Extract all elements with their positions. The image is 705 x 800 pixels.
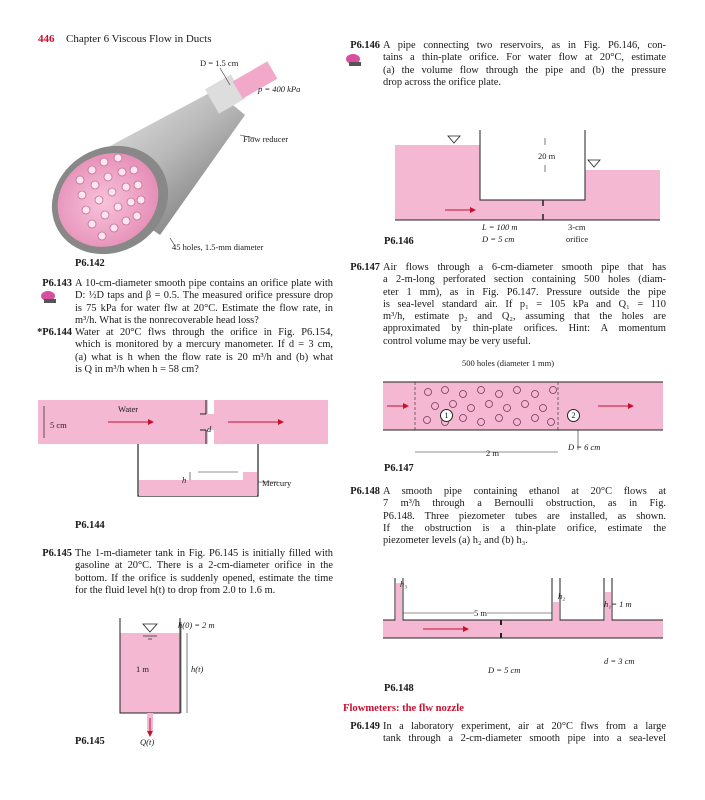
label-length: L = 100 m xyxy=(482,222,518,232)
problem-label: P6.145 xyxy=(42,548,72,559)
text-line: is Q in m³/h when h = 58 cm? xyxy=(75,363,199,375)
text-line: drop across the orifice plate. xyxy=(383,76,502,88)
text-line: In a laboratory experiment, air at 20°C … xyxy=(383,721,666,732)
text-line: The 1-m-diameter tank in Fig. P6.145 is … xyxy=(75,548,333,559)
text-line: tank through a 2-cm-diameter smooth pipe… xyxy=(383,733,666,745)
text-line: eter 1 mm), as in Fig. P6.147. Pressure … xyxy=(383,286,666,298)
text-line: Air flows through a 6-cm-diameter smooth… xyxy=(383,262,666,273)
caption-p6-147: P6.147 xyxy=(384,463,414,474)
caption-p6-146: P6.146 xyxy=(384,236,414,247)
text-line: for the fluid level h(t) to drop from 2.… xyxy=(75,584,276,596)
text-line: 7 m³/h through a Bernoulli obstruction, … xyxy=(383,498,666,510)
label-water: Water xyxy=(118,404,139,414)
text-line: approximated by thin-plate orifices. Hin… xyxy=(383,323,666,335)
text-line: control volume may be very useful. xyxy=(383,335,531,347)
label-h3: h₃ xyxy=(400,579,408,589)
label-h2: h₂ xyxy=(558,591,566,601)
station-1-marker: 1 xyxy=(440,409,453,422)
problem-label: P6.147 xyxy=(350,262,380,273)
problem-label: P6.149 xyxy=(350,721,380,732)
station-2-marker: 2 xyxy=(567,409,580,422)
caption-p6-144: P6.144 xyxy=(75,520,105,531)
text-line: m³/h. What is the nonrecoverable head lo… xyxy=(75,314,259,326)
problem-label: P6.146 xyxy=(350,40,380,51)
text-line: is sea-level standard air. If p₁ = 105 k… xyxy=(383,298,666,310)
label-6cm: D = 6 cm xyxy=(568,442,601,452)
label-ht: h(t) xyxy=(191,664,204,674)
text-line: If the obstruction is a thin-plate orifi… xyxy=(383,522,666,534)
text-line: which is monitored by a mercury manomete… xyxy=(75,339,333,351)
problem-label: P6.143 xyxy=(42,278,72,289)
label-diameter: D = 1.5 cm xyxy=(200,58,239,68)
section-heading: Flowmeters: the flw nozzle xyxy=(343,703,464,714)
label-d: d xyxy=(207,424,212,434)
text-line: gasoline at 20°C. There is a 2-cm-diamet… xyxy=(75,560,333,572)
cd-icon xyxy=(41,291,56,303)
text-line: A pipe connecting two reservoirs, as in … xyxy=(383,40,666,51)
label-big-d: D = 5 cm xyxy=(488,665,521,675)
label-small-d: d = 3 cm xyxy=(604,656,635,666)
label-5m: 5 m xyxy=(474,608,487,618)
problem-label: P6.148 xyxy=(350,486,380,497)
label-tank-width: 1 m xyxy=(136,664,149,674)
label-500-holes: 500 holes (diameter 1 mm) xyxy=(462,358,555,368)
text-line: A smooth pipe containing ethanol at 20°C… xyxy=(383,486,666,497)
cd-icon xyxy=(346,54,361,66)
label-orifice-size: 3-cm xyxy=(568,222,586,232)
label-holes: 45 holes, 1.5-mm diameter xyxy=(172,242,264,252)
label-h0: h(0) = 2 m xyxy=(178,620,215,630)
label-flow-reducer: Flow reducer xyxy=(243,134,289,144)
figure-p6-146-reservoirs xyxy=(395,130,660,221)
caption-p6-142: P6.142 xyxy=(75,258,105,269)
problem-label: *P6.144 xyxy=(37,327,72,338)
figure-p6-144-orifice-manometer xyxy=(38,400,328,497)
label-orifice: orifice xyxy=(566,234,589,244)
text-line: tains a thin-plate orifice. For water fl… xyxy=(383,52,666,64)
label-20m: 20 m xyxy=(538,151,556,161)
text-line: Water at 20°C flws through the orifice i… xyxy=(75,327,333,338)
text-line: m³/h, estimate p₂ and Q₂, assuming that … xyxy=(383,311,666,323)
caption-p6-148: P6.148 xyxy=(384,683,414,694)
page-number: 446 xyxy=(38,33,55,45)
figure-p6-147-perforated-pipe xyxy=(383,381,663,453)
text-line: is 75 kPa for water flw at 20°C. Estimat… xyxy=(75,302,333,314)
label-h: h xyxy=(182,475,187,485)
text-line: bottom. If the orifice is suddenly opene… xyxy=(75,572,333,584)
figure-p6-148-piezometers xyxy=(383,578,663,639)
text-line: (a) the volume flow through the pipe and… xyxy=(383,64,666,76)
figure-p6-142-showerhead xyxy=(51,61,278,255)
text-line: piezometer levels (a) h₂ and (b) h₃. xyxy=(383,535,528,547)
text-line: a 2-m-long perforated section containing… xyxy=(383,274,666,286)
text-line: A 10-cm-diameter smooth pipe contains an… xyxy=(75,278,333,289)
label-5cm: 5 cm xyxy=(50,420,67,430)
label-qt: Q(t) xyxy=(140,737,155,747)
label-h1: h₁= 1 m xyxy=(604,599,632,609)
label-2m: 2 m xyxy=(486,448,499,458)
text-line: P6.148. Three piezometer tubes are insta… xyxy=(383,510,666,522)
label-mercury: Mercury xyxy=(262,478,292,488)
label-pressure: p = 400 kPa xyxy=(258,84,301,94)
chapter-title: Chapter 6 Viscous Flow in Ducts xyxy=(66,33,212,45)
text-line: (a) what is h when the flow rate is 20 m… xyxy=(75,351,333,363)
text-line: D: ½D taps and β = 0.5. The measured ori… xyxy=(75,290,333,302)
caption-p6-145: P6.145 xyxy=(75,736,105,747)
figure-p6-145-tank xyxy=(119,618,188,737)
label-pipe-diameter: D = 5 cm xyxy=(482,234,515,244)
